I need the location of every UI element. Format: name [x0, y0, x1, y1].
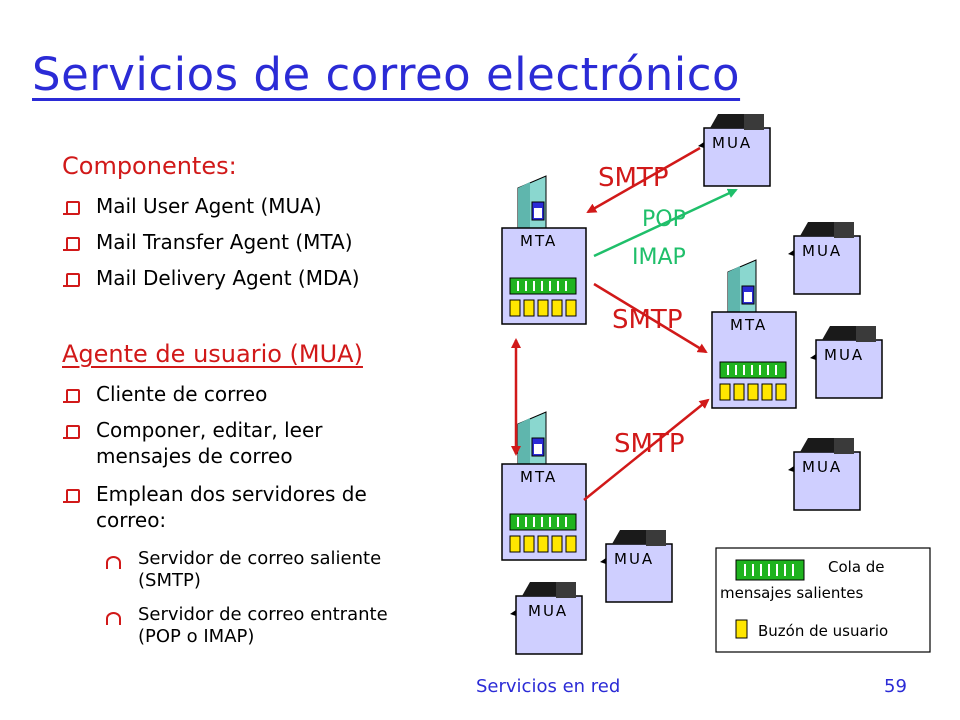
- list-item-text: Componer, editar, leer: [96, 418, 323, 442]
- legend-queue-label: mensajes salientes: [720, 584, 864, 602]
- list-item-text: Mail Delivery Agent (MDA): [96, 266, 360, 290]
- smtp-label: SMTP: [614, 429, 685, 459]
- list-item-text: Mail User Agent (MUA): [96, 194, 322, 218]
- smtp-arrow-mta-to-mta: [593, 282, 708, 354]
- legend: Cola de mensajes salientes Buzón de usua…: [715, 547, 931, 653]
- list-item-text: mensajes de correo: [96, 444, 293, 468]
- components-list: Mail User Agent (MUA) Mail Transfer Agen…: [62, 194, 462, 304]
- list-item-text: Emplean dos servidores de: [96, 482, 367, 506]
- mailbox-legend-icon: [735, 619, 748, 639]
- slide-title: Servicios de correo electrónico: [32, 48, 741, 101]
- mua-list: Cliente de correo Componer, editar, leer…: [62, 382, 462, 662]
- sub-bullet-icon: [106, 612, 121, 625]
- page-number: 59: [884, 676, 907, 697]
- sub-list-item-text: (SMTP): [138, 570, 201, 591]
- bullet-icon: [63, 489, 80, 503]
- list-item-text: Cliente de correo: [96, 382, 268, 406]
- mta-server-middle: [711, 259, 797, 409]
- list-item-text: Mail Transfer Agent (MTA): [96, 230, 353, 254]
- mua-label: MUA: [802, 242, 842, 260]
- components-heading: Componentes:: [62, 152, 237, 180]
- legend-mailbox-label: Buzón de usuario: [758, 622, 888, 640]
- mua-label: MUA: [802, 458, 842, 476]
- mta-label: MTA: [730, 316, 767, 334]
- sub-bullet-icon: [106, 556, 121, 569]
- pop-label: POP: [642, 207, 686, 232]
- sub-list-item-text: Servidor de correo saliente: [138, 548, 382, 569]
- bullet-icon: [63, 425, 80, 439]
- bullet-icon: [63, 273, 80, 287]
- mta-label: MTA: [520, 468, 557, 486]
- footer-label: Servicios en red: [476, 676, 621, 697]
- mta-server-bottom: [501, 411, 587, 561]
- smtp-label: SMTP: [612, 305, 683, 335]
- mua-section-heading: Agente de usuario (MUA): [62, 340, 363, 368]
- smtp-label: SMTP: [598, 163, 669, 193]
- smtp-arrow-mua-to-mta: [586, 146, 701, 214]
- list-item-text: correo:: [96, 508, 167, 532]
- imap-label: IMAP: [632, 245, 686, 270]
- mua-label: MUA: [824, 346, 864, 364]
- bullet-icon: [63, 389, 80, 403]
- sub-list-item-text: (POP o IMAP): [138, 626, 255, 647]
- mta-label: MTA: [520, 232, 557, 250]
- bullet-icon: [63, 201, 80, 215]
- legend-queue-label: Cola de: [828, 558, 885, 576]
- mua-label: MUA: [712, 134, 752, 152]
- mta-server-top: [501, 175, 587, 325]
- mua-label: MUA: [614, 550, 654, 568]
- mua-label: MUA: [528, 602, 568, 620]
- bullet-icon: [63, 237, 80, 251]
- smtp-arrow-mta-bottom-to-mid: [583, 398, 710, 501]
- pop-imap-arrow-mta-to-mua: [593, 188, 738, 258]
- sub-list-item-text: Servidor de correo entrante: [138, 604, 388, 625]
